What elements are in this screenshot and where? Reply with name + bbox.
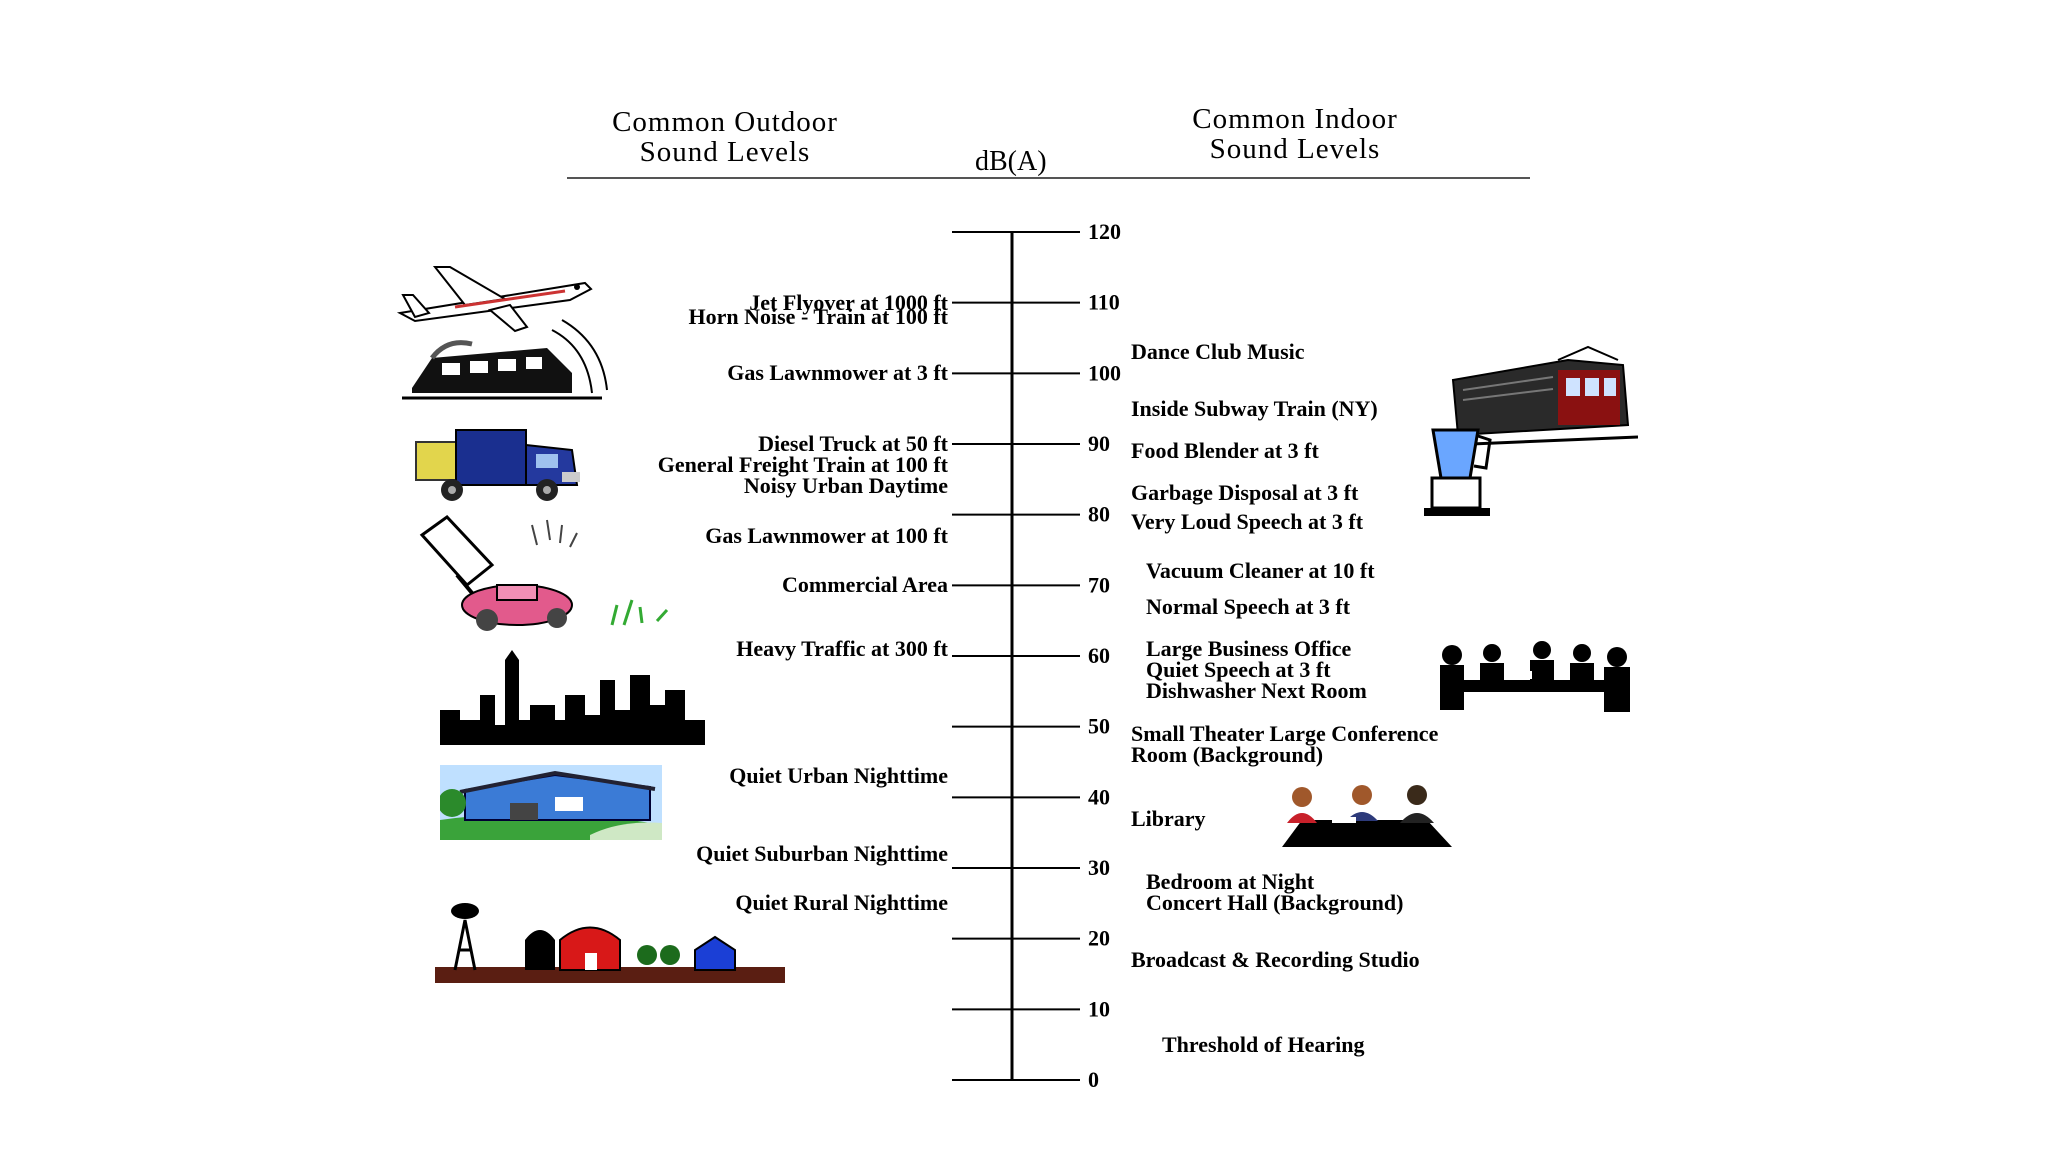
indoor-source-label: Broadcast & Recording Studio — [1131, 946, 1420, 972]
outdoor-source-label: Quiet Rural Nighttime — [735, 890, 948, 916]
outdoor-header: Common Outdoor Sound Levels — [560, 107, 890, 167]
scale-tick-label-10: 10 — [1088, 996, 1110, 1021]
outdoor-source-label: Quiet Urban Nighttime — [729, 763, 948, 789]
scale-tick-label-50: 50 — [1088, 714, 1110, 739]
indoor-source-label: Garbage Disposal at 3 ft — [1131, 480, 1359, 506]
city-skyline-icon — [440, 650, 705, 745]
scale-tick-label-120: 120 — [1088, 219, 1121, 244]
indoor-source-label: Food Blender at 3 ft — [1131, 438, 1319, 464]
indoor-source-label: Dishwasher Next Room — [1146, 678, 1367, 704]
header-rule — [567, 177, 1530, 179]
diesel-truck-icon — [415, 429, 580, 501]
outdoor-source-label: Heavy Traffic at 300 ft — [736, 635, 948, 661]
indoor-header-line2: Sound Levels — [1209, 133, 1381, 165]
blender-icon — [1424, 428, 1492, 516]
indoor-source-label: Bedroom at Night — [1146, 869, 1315, 895]
suburban-house-icon — [440, 765, 662, 840]
outdoor-header-line2: Sound Levels — [639, 136, 811, 168]
indoor-source-label: Quiet Speech at 3 ft — [1146, 657, 1331, 683]
indoor-source-label: Threshold of Hearing — [1162, 1031, 1365, 1057]
indoor-source-label: Inside Subway Train (NY) — [1131, 395, 1378, 421]
scale-tick-label-70: 70 — [1088, 572, 1110, 597]
indoor-source-label: Normal Speech at 3 ft — [1146, 593, 1351, 619]
library-people-icon — [1282, 785, 1452, 847]
subway-train-icon — [1448, 345, 1638, 447]
scale-tick-label-60: 60 — [1088, 643, 1110, 668]
scale-tick-label-80: 80 — [1088, 502, 1110, 527]
scale-tick-label-0: 0 — [1088, 1067, 1099, 1092]
scale-tick-label-110: 110 — [1088, 290, 1120, 315]
outdoor-source-label: Noisy Urban Daytime — [743, 473, 948, 499]
outdoor-source-label: Gas Lawnmower at 3 ft — [727, 360, 948, 386]
scale-tick-label-90: 90 — [1088, 431, 1110, 456]
scale-tick-label-20: 20 — [1088, 926, 1110, 951]
outdoor-source-label: Jet Flyover at 1000 ft — [749, 289, 948, 315]
indoor-source-label: Room (Background) — [1131, 741, 1324, 767]
indoor-source-label: Library — [1131, 805, 1206, 831]
scale-tick-label-30: 30 — [1088, 855, 1110, 880]
lawnmower-icon — [419, 515, 669, 631]
indoor-source-label: Large Business Office — [1146, 635, 1352, 661]
jet-plane-icon — [396, 266, 593, 333]
outdoor-header-line1: Common Outdoor — [612, 106, 838, 138]
indoor-source-label: Vacuum Cleaner at 10 ft — [1146, 558, 1375, 584]
unit-label: dB(A) — [975, 146, 1047, 177]
scale-tick-label-100: 100 — [1088, 360, 1121, 385]
outdoor-source-label: Commercial Area — [782, 572, 948, 598]
indoor-source-label: Very Loud Speech at 3 ft — [1131, 508, 1364, 534]
outdoor-source-label: Horn Noise - Train at 100 ft — [688, 303, 949, 329]
indoor-header-line1: Common Indoor — [1192, 103, 1398, 135]
indoor-source-label: Concert Hall (Background) — [1146, 890, 1404, 916]
outdoor-source-label: General Freight Train at 100 ft — [657, 452, 948, 478]
indoor-source-label: Small Theater Large Conference — [1131, 720, 1439, 746]
outdoor-source-label: Diesel Truck at 50 ft — [758, 431, 948, 456]
scale-tick-label-40: 40 — [1088, 784, 1110, 809]
indoor-source-label: Dance Club Music — [1131, 339, 1305, 365]
outdoor-source-label: Quiet Suburban Nighttime — [696, 840, 948, 866]
indoor-header: Common Indoor Sound Levels — [1130, 104, 1460, 164]
outdoor-source-label: Gas Lawnmower at 100 ft — [705, 522, 948, 548]
train-horn-icon — [402, 319, 608, 400]
office-meeting-icon — [1440, 641, 1630, 712]
rural-farm-icon — [435, 903, 785, 983]
